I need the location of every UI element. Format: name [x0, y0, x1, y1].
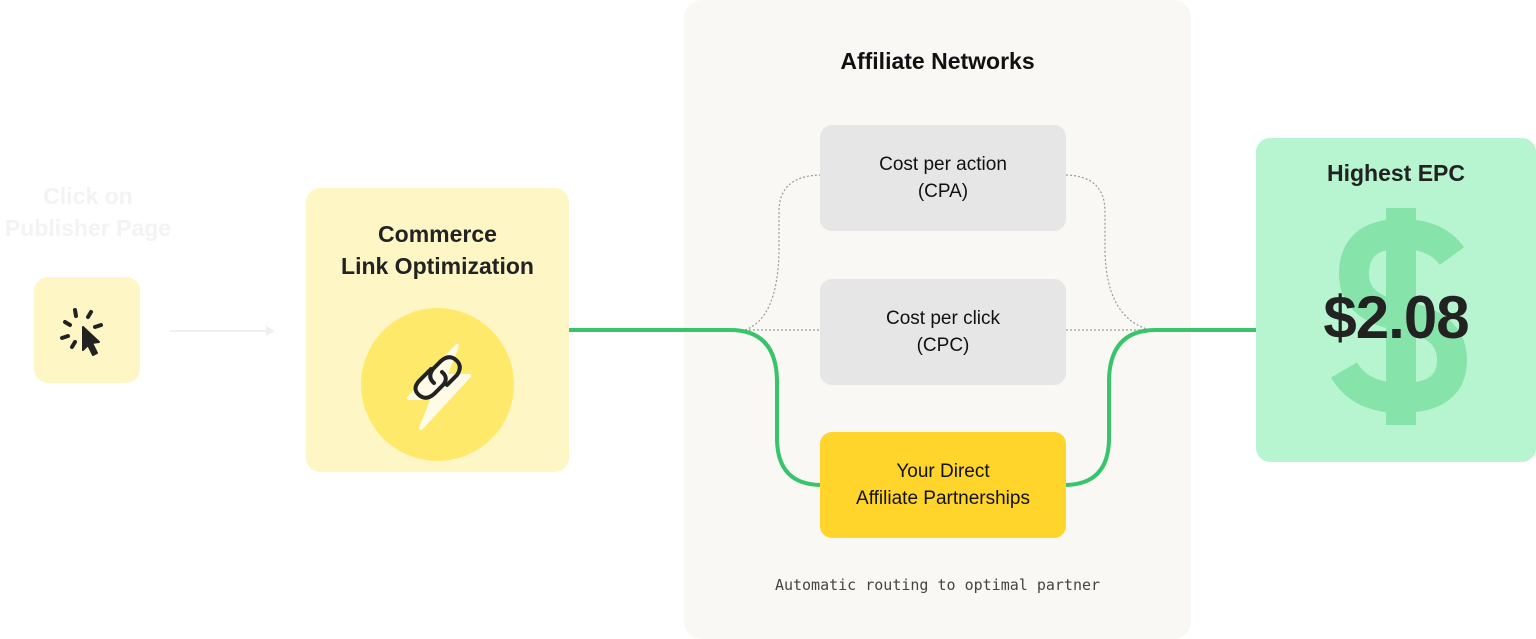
network-option-direct-partnerships: Your Direct Affiliate Partnerships: [820, 432, 1066, 538]
network-option-cpc: Cost per click (CPC): [820, 279, 1066, 385]
networks-title: Affiliate Networks: [840, 48, 1035, 74]
option-label: Cost per click: [885, 308, 1001, 329]
affiliate-networks-panel: Affiliate Networks Cost per action (CPA)…: [684, 0, 1191, 639]
click-step-box: [34, 277, 140, 383]
option-label: Cost per action: [879, 154, 1007, 175]
epc-value: $2.08: [1323, 284, 1469, 351]
optimization-title-line1: Commerce: [378, 221, 497, 247]
routing-caption: Automatic routing to optimal partner: [774, 576, 1101, 594]
option-abbr: (CPA): [917, 181, 969, 202]
option-label: Your Direct: [896, 461, 990, 482]
link-icon: [413, 355, 462, 400]
click-title-line1: Click on: [43, 183, 133, 209]
optimization-step-box: Commerce Link Optimization: [306, 188, 569, 472]
click-title-line2: Publisher Page: [4, 215, 172, 241]
optimization-title: Commerce Link Optimization: [306, 218, 569, 282]
highest-epc-box: Highest EPC $2.08: [1256, 138, 1536, 462]
cursor-click-icon: [60, 308, 103, 356]
option-abbr: (CPC): [916, 335, 970, 356]
gray-arrow: [170, 326, 275, 336]
link-lightning-icon: [407, 344, 471, 430]
network-option-cpa: Cost per action (CPA): [820, 125, 1066, 231]
option-label-2: Affiliate Partnerships: [856, 488, 1030, 509]
epc-title: Highest EPC: [1326, 160, 1466, 186]
optimization-icon-circle: [361, 308, 514, 461]
click-step-title: Click on Publisher Page: [0, 180, 176, 244]
dollar-sign-icon: [1330, 208, 1468, 425]
optimization-title-line2: Link Optimization: [341, 253, 534, 279]
